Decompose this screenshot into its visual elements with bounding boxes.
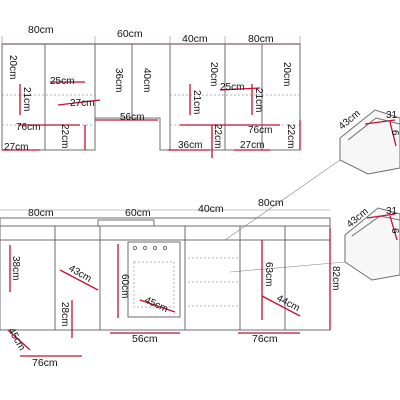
lower-bottom-1: 76cm xyxy=(32,357,58,369)
lower-width-1: 80cm xyxy=(28,207,54,219)
upper-height-10: 21cm xyxy=(253,88,264,112)
upper-depth-8: 76cm xyxy=(248,125,272,136)
upper-depth-6: 36cm xyxy=(178,140,202,151)
upper-height-6: 20cm xyxy=(208,62,219,86)
upper-depth-4: 27cm xyxy=(4,142,28,153)
upper-height-5: 40cm xyxy=(141,68,152,92)
upper-height-11: 22cm xyxy=(285,124,296,148)
lower-height-3: 63cm xyxy=(263,262,274,286)
drawer-top-height: 6 xyxy=(389,130,400,136)
sink xyxy=(97,219,155,227)
upper-width-3: 40cm xyxy=(182,33,208,45)
upper-height-2: 21cm xyxy=(21,87,32,111)
lower-depth-4: 44cm xyxy=(275,293,302,314)
total-height: 82cm xyxy=(330,266,341,290)
upper-width-4: 80cm xyxy=(248,33,274,45)
upper-depth-9: 27cm xyxy=(240,140,264,151)
drawer-bottom: 43cm 31 6 xyxy=(344,206,400,281)
upper-height-8: 22cm xyxy=(212,124,223,148)
lower-width-4: 80cm xyxy=(258,197,284,209)
upper-height-4: 36cm xyxy=(113,68,124,92)
lower-height-1: 38cm xyxy=(10,256,21,280)
upper-depth-3: 76cm xyxy=(16,122,40,133)
oven xyxy=(127,241,181,318)
lower-width-2: 60cm xyxy=(125,207,151,219)
countertop xyxy=(0,217,331,227)
upper-cabinets: 80cm 60cm 40cm 80cm 20cm 21cm 22cm 36cm … xyxy=(1,24,301,158)
upper-height-1: 20cm xyxy=(7,55,18,79)
drawer-top: 43cm 31 6 xyxy=(337,108,400,175)
lower-height-4: 28cm xyxy=(59,302,70,326)
lower-depth-1: 43cm xyxy=(67,263,94,285)
drawer-bottom-width: 31 xyxy=(386,206,398,217)
upper-width-1: 80cm xyxy=(28,24,54,36)
lower-bottom-3: 76cm xyxy=(252,333,278,345)
upper-height-3: 22cm xyxy=(59,124,70,148)
drawer-top-width: 31 xyxy=(386,110,398,121)
lower-depth-3: 45cm xyxy=(143,295,170,315)
upper-depth-7: 25cm xyxy=(220,82,244,93)
upper-depth-2: 27cm xyxy=(70,98,94,109)
upper-height-9: 20cm xyxy=(281,62,292,86)
lower-bottom-2: 56cm xyxy=(132,333,158,345)
upper-depth-5: 56cm xyxy=(120,112,144,123)
lower-width-3: 40cm xyxy=(198,203,224,215)
lower-cabinets: 80cm 60cm 40cm 80cm 38cm 60cm 63cm 28cm … xyxy=(0,197,341,369)
upper-width-2: 60cm xyxy=(117,28,143,40)
drawer-bottom-height: 6 xyxy=(389,228,400,234)
upper-height-7: 21cm xyxy=(191,90,202,114)
oven-height: 60cm xyxy=(119,274,130,298)
upper-depth-1: 25cm xyxy=(50,76,74,87)
